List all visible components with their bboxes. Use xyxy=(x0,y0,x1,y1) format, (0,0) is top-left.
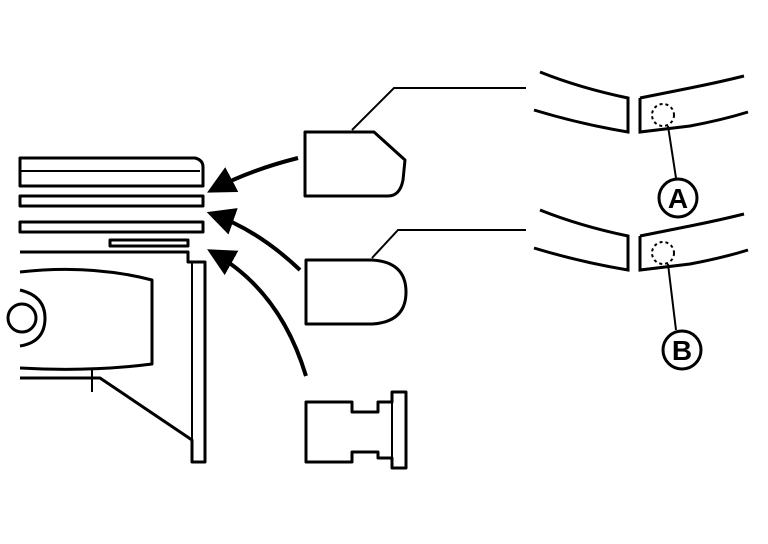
oil-ring-section xyxy=(304,390,408,470)
piston-pin-boss xyxy=(19,267,154,371)
callout-a: A xyxy=(657,177,699,219)
arrow-second-ring xyxy=(206,208,302,272)
second-ring-land xyxy=(18,220,205,234)
callout-a-label: A xyxy=(668,183,688,214)
ring-top-view xyxy=(533,70,749,179)
oil-ring-land xyxy=(108,238,190,248)
leader-lines xyxy=(351,87,526,259)
arrows xyxy=(206,156,308,377)
second-ring-section xyxy=(304,258,408,326)
ring-second-view xyxy=(533,208,749,331)
top-ring-land xyxy=(18,194,205,208)
piston xyxy=(6,156,207,464)
top-ring-section xyxy=(303,130,407,198)
arrow-oil-ring xyxy=(207,249,308,377)
callout-b-label: B xyxy=(672,335,692,366)
callout-b: B xyxy=(661,329,703,371)
arrow-top-ring xyxy=(207,156,299,193)
